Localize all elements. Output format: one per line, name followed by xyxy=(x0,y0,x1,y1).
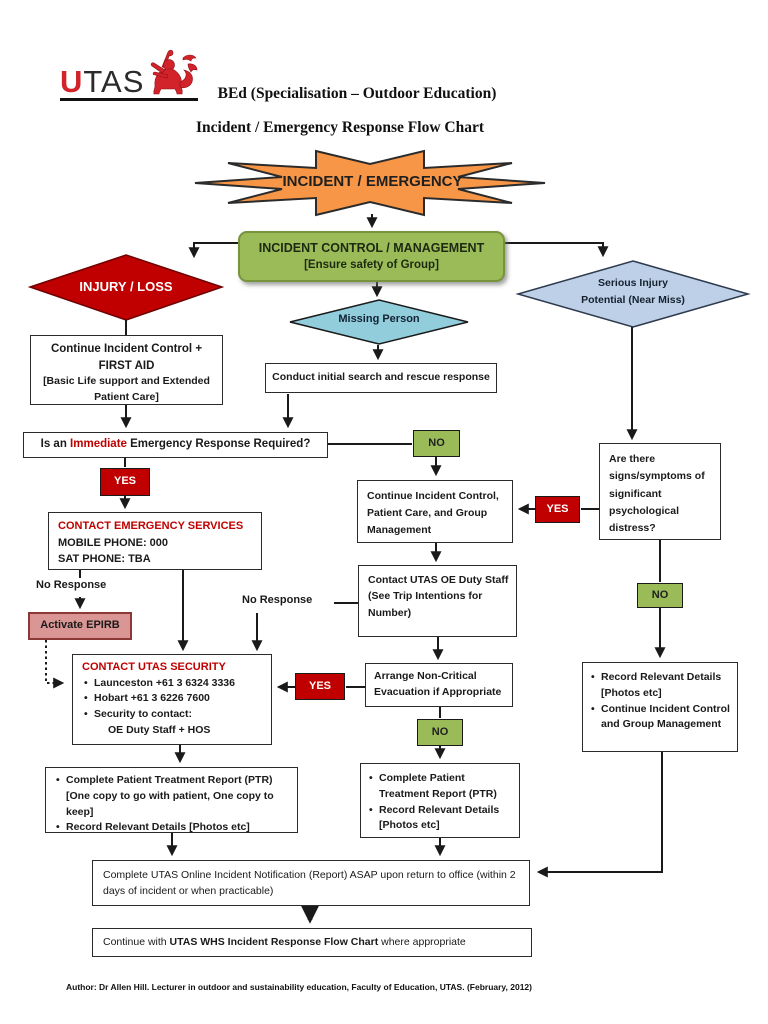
missing-person-diamond-shape xyxy=(289,299,469,345)
oe-duty-line2: (See Trip Intentions for Number) xyxy=(368,590,483,619)
ptr-left-bullet2: Record Relevant Details [Photos etc] xyxy=(54,820,293,836)
record-details-right-box: Record Relevant Details [Photos etc] Con… xyxy=(582,662,738,752)
ptr-left-b1-bold-b: One xyxy=(213,789,234,802)
whs-prefix: Continue with xyxy=(103,936,170,948)
no-tag-emergency: NO xyxy=(413,430,460,457)
immediate-q-prefix: Is an xyxy=(40,438,71,450)
ptr-left-b1-line1: Complete Patient Treatment Report (PTR) xyxy=(66,774,273,786)
contact-emergency-title: CONTACT EMERGENCY SERVICES xyxy=(58,520,244,532)
utas-logo: UTAS xyxy=(60,64,144,100)
whs-suffix: where appropriate xyxy=(378,936,466,948)
page-subtitle: Incident / Emergency Response Flow Chart xyxy=(195,119,485,136)
ptr-left-bullet1: Complete Patient Treatment Report (PTR) … xyxy=(54,773,293,820)
continue-incident-box: Continue Incident Control, Patient Care,… xyxy=(357,480,513,543)
first-aid-line2: FIRST AID xyxy=(98,359,155,372)
psych-distress-box: Are there signs/symptoms of significant … xyxy=(599,443,721,540)
ptr-left-b1-text-b: copy to keep] xyxy=(66,789,274,818)
record-right-bullet2: Continue Incident Control and Group Mana… xyxy=(589,702,735,734)
incident-control-title: INCIDENT CONTROL / MANAGEMENT xyxy=(258,241,485,255)
no-response-label-mid: No Response xyxy=(242,594,313,606)
activate-epirb-box: Activate EPIRB xyxy=(28,612,132,640)
ptr-mid-bullet1: Complete Patient Treatment Report (PTR) xyxy=(367,771,517,803)
incident-starburst-label: INCIDENT / EMERGENCY xyxy=(282,173,463,190)
online-notification-box: Complete UTAS Online Incident Notificati… xyxy=(92,860,530,906)
no-tag-evacuation: NO xyxy=(417,719,463,746)
whs-bold: UTAS WHS Incident Response Flow Chart xyxy=(169,936,379,948)
yes-tag-evacuation: YES xyxy=(295,673,345,700)
whs-flowchart-box: Continue with UTAS WHS Incident Response… xyxy=(92,928,532,957)
first-aid-box: Continue Incident Control + FIRST AID [B… xyxy=(30,335,223,405)
missing-person-label: Missing Person xyxy=(338,313,420,325)
utas-logo-u: U xyxy=(60,64,84,99)
ptr-left-b1-text-a: copy to go with patient, xyxy=(89,789,213,802)
ptr-left-box: Complete Patient Treatment Report (PTR) … xyxy=(45,767,298,836)
page-title: BEd (Specialisation – Outdoor Education) xyxy=(217,85,497,102)
ptr-mid-bullet2: Record Relevant Details [Photos etc] xyxy=(367,803,517,835)
security-hobart: Hobart +61 3 6226 7600 xyxy=(82,691,271,707)
utas-logo-tas: TAS xyxy=(83,64,145,99)
ptr-left-b1-open: [ xyxy=(66,789,70,802)
logo-underline xyxy=(60,98,198,101)
immediate-q-highlight: Immediate xyxy=(70,438,127,450)
yes-tag-psych: YES xyxy=(535,496,580,523)
arrange-evacuation-box: Arrange Non-Critical Evacuation if Appro… xyxy=(365,663,513,707)
connector-control-injury xyxy=(188,242,238,259)
first-aid-line3: [Basic Life support and Extended Patient… xyxy=(43,375,210,403)
immediate-response-question-box: Is an Immediate Emergency Response Requi… xyxy=(23,432,328,458)
incident-control-box: INCIDENT CONTROL / MANAGEMENT [Ensure sa… xyxy=(238,231,505,282)
contact-utas-security-box: CONTACT UTAS SECURITY Launceston +61 3 6… xyxy=(72,654,272,745)
security-oe-duty: OE Duty Staff + HOS xyxy=(108,723,211,736)
connector-record-wide xyxy=(536,752,663,878)
connector-epirb-security xyxy=(45,640,65,689)
serious-injury-line2: Potential (Near Miss) xyxy=(581,293,685,306)
search-rescue-box: Conduct initial search and rescue respon… xyxy=(265,363,497,393)
ptr-mid-box: Complete Patient Treatment Report (PTR) … xyxy=(360,763,520,838)
security-contact: Security to contact: xyxy=(82,707,271,723)
yes-tag-emergency: YES xyxy=(100,468,150,496)
serious-injury-line1: Serious Injury xyxy=(597,277,669,289)
incident-starburst-shape xyxy=(194,149,546,217)
oe-duty-box: Contact UTAS OE Duty Staff (See Trip Int… xyxy=(358,565,517,637)
no-response-label-left: No Response xyxy=(36,579,107,591)
connector-control-serious xyxy=(505,242,609,258)
contact-emergency-sat: SAT PHONE: TBA xyxy=(58,553,151,565)
no-tag-psych: NO xyxy=(637,583,683,608)
author-footer: Author: Dr Allen Hill. Lecturer in outdo… xyxy=(66,982,532,992)
security-launceston: Launceston +61 3 6324 3336 xyxy=(82,676,271,692)
utas-lion-icon xyxy=(150,49,198,95)
ptr-left-b1-bold-a: One xyxy=(69,789,90,802)
serious-injury-label: Serious Injury Potential (Near Miss) xyxy=(518,275,748,309)
incident-control-subtitle: [Ensure safety of Group] xyxy=(304,259,439,272)
first-aid-line1: Continue Incident Control + xyxy=(50,343,203,355)
injury-loss-label: INJURY / LOSS xyxy=(79,279,173,294)
oe-duty-line1: Contact UTAS OE Duty Staff xyxy=(368,574,509,586)
immediate-q-suffix: Emergency Response Required? xyxy=(126,438,311,450)
contact-emergency-mobile: MOBILE PHONE: 000 xyxy=(58,536,169,549)
security-title: CONTACT UTAS SECURITY xyxy=(82,661,226,673)
record-right-bullet1: Record Relevant Details [Photos etc] xyxy=(589,670,735,702)
contact-emergency-services-box: CONTACT EMERGENCY SERVICES MOBILE PHONE:… xyxy=(48,512,262,570)
